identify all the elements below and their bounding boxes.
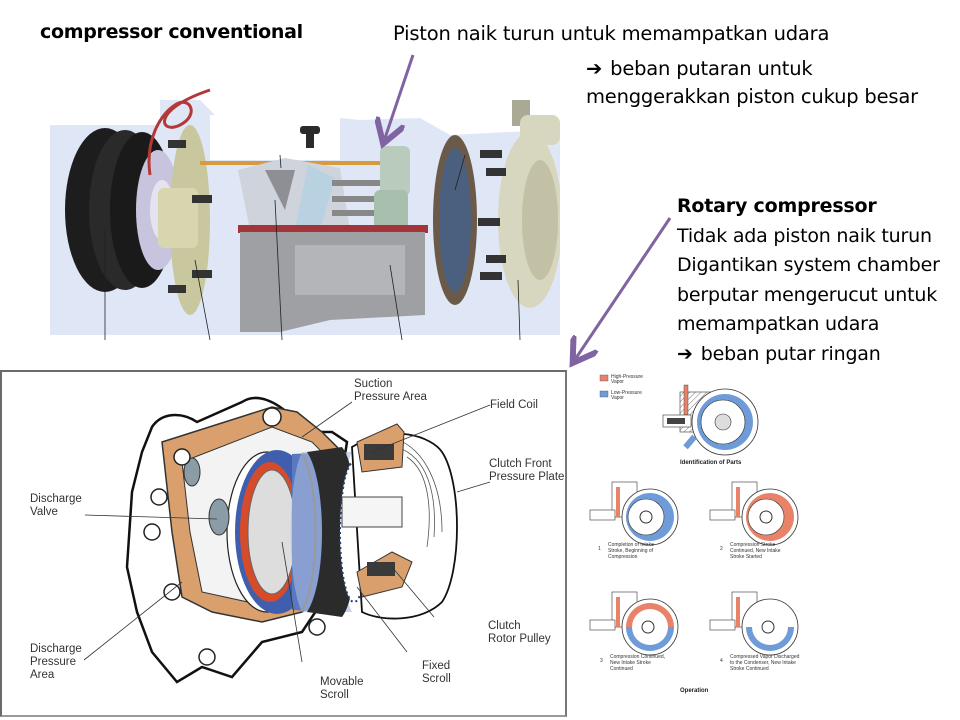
svg-text:Stroke Started: Stroke Started [730, 554, 762, 560]
rotary-note-conclusion: ➔ beban putar ringan [677, 340, 940, 370]
svg-text:Compression Continued,: Compression Continued, [610, 654, 665, 660]
piston-note-line1: Piston naik turun untuk memampatkan udar… [393, 22, 830, 45]
legend-swatch-low [599, 390, 609, 398]
legend: High-Pressure Vapor Low-Pressure Vapor [599, 374, 643, 401]
piston-part [374, 146, 410, 230]
cylinder-block-part [238, 225, 428, 332]
piston-note-line3: menggerakkan piston cukup besar [586, 85, 918, 108]
piston-note-line2-text: beban putaran untuk [610, 57, 813, 80]
rotary-callout-arrow [576, 217, 672, 358]
conventional-compressor-image [50, 88, 560, 340]
operation-title: Operation [680, 688, 709, 694]
pulley-part [65, 128, 180, 292]
step-diagram-2 [709, 481, 799, 546]
svg-text:Vapor: Vapor [611, 379, 624, 385]
legend-label-high: High-Pressure [611, 374, 643, 380]
step-caption-4: 4 [720, 658, 723, 664]
svg-text:Stroke, Beginning of: Stroke, Beginning of [608, 548, 654, 554]
svg-text:Vapor: Vapor [611, 395, 624, 401]
rotary-note-line: Tidak ada piston naik turun [677, 224, 932, 247]
piston-callout-arrow [385, 54, 415, 138]
svg-text:to the Condenser, New Intake: to the Condenser, New Intake [730, 660, 796, 666]
svg-text:Compressed Vapor Discharged: Compressed Vapor Discharged [730, 654, 800, 660]
right-arrow-icon: ➔ [586, 57, 603, 80]
svg-text:New Intake Stroke: New Intake Stroke [610, 660, 651, 666]
svg-text:Compression: Compression [608, 554, 638, 560]
rotary-note-conclusion-text: beban putar ringan [700, 342, 881, 365]
rotary-note-line: Digantikan system chamber [677, 254, 940, 276]
conventional-compressor-title: compressor conventional [40, 21, 303, 43]
rotary-compressor-diagram: High-Pressure Vapor Low-Pressure Vapor I… [589, 374, 800, 694]
parts-diagram [662, 384, 759, 456]
svg-text:Completion of Intake: Completion of Intake [608, 542, 654, 548]
legend-label-low: Low-Pressure [611, 390, 642, 396]
swashplate-part [238, 158, 387, 230]
rotary-note-line: berputar mengerucut untuk [677, 283, 938, 306]
front-plate-part [158, 125, 212, 315]
step-caption-3: 3 [600, 658, 603, 664]
valve-plate-part [433, 135, 477, 305]
right-arrow-icon: ➔ [677, 342, 693, 365]
rotary-note-line: memampatkan udara [677, 313, 880, 335]
step-diagram-4 [709, 591, 799, 656]
svg-text:Continued, New Intake: Continued, New Intake [730, 548, 781, 554]
svg-text:Compression Stroke: Compression Stroke [730, 542, 776, 548]
step-diagram-3 [589, 591, 679, 656]
parts-title: Identification of Parts [680, 460, 742, 466]
svg-text:Continued: Continued [610, 666, 633, 672]
step-caption-2: 2 [720, 546, 723, 552]
rotary-note: Rotary compressor Tidak ada piston naik … [677, 192, 940, 369]
rotary-note-heading: Rotary compressor [677, 195, 877, 217]
rear-head-part [478, 100, 560, 308]
step-diagram-1 [589, 481, 679, 546]
piston-note-line2: ➔ beban putaran untuk [586, 57, 813, 80]
step-caption-1: 1 [598, 546, 601, 552]
label-field-coil: Field Coil [490, 399, 538, 411]
legend-swatch-high [599, 374, 609, 382]
svg-text:Stroke Continued: Stroke Continued [730, 666, 769, 672]
